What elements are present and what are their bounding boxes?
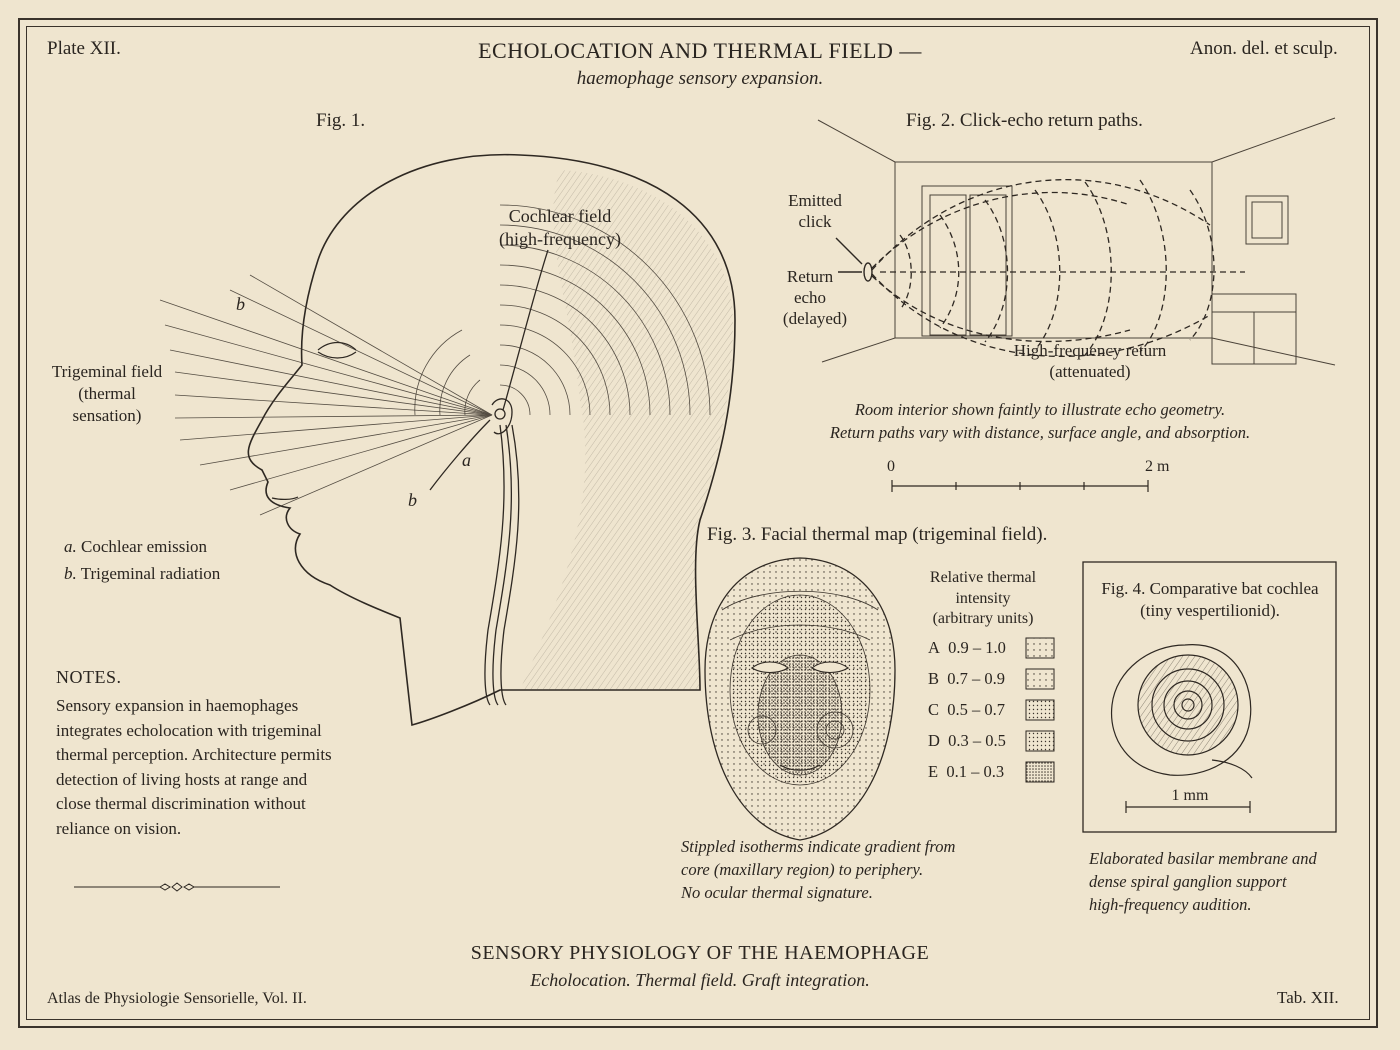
fig3-legend-range: 0.3 – 0.5 (948, 731, 1006, 750)
fig2-caption-line1: Room interior shown faintly to illustrat… (854, 400, 1226, 419)
fig4-caption-line1: Elaborated basilar membrane and (1089, 849, 1317, 868)
fig1-trigeminal-label-line3: sensation) (72, 406, 142, 425)
fig1-legend-a-key: a. (64, 537, 77, 556)
fig2-echo-waves (871, 179, 1245, 357)
fig3-legend-range: 0.9 – 1.0 (948, 638, 1006, 657)
fig2-hf-line1: High-frequency return (1013, 341, 1167, 360)
inner-frame (26, 26, 1370, 1020)
fig1-marker-a: a (462, 450, 471, 470)
fig2-caption: Room interior shown faintly to illustrat… (790, 398, 1290, 444)
fig3-legend-title-line2: intensity (955, 590, 1011, 607)
fig4-caption-line3: high-frequency audition. (1089, 895, 1252, 914)
fig4-caption: Elaborated basilar membrane and dense sp… (1089, 847, 1317, 916)
fig1-trigeminal-label-line2: (thermal (78, 384, 136, 403)
footer-title: SENSORY PHYSIOLOGY OF THE HAEMOPHAGE (470, 942, 930, 964)
plate-title: ECHOLOCATION AND THERMAL FIELD — (478, 38, 922, 63)
plate-number: Plate XII. (47, 38, 121, 59)
fig2-scale-bar (891, 480, 1149, 492)
fig1-cochlear-label-line2: (high-frequency) (499, 229, 621, 249)
fig2-scale-start: 0 (887, 458, 895, 475)
fig1-head-profile (247, 153, 736, 727)
fig1-legend-b-key: b. (64, 564, 77, 583)
fig4-label-line1: Fig. 4. Comparative bat cochlea (1101, 579, 1319, 598)
fig2-emitted-line2: click (798, 212, 832, 231)
fig1-legend-b-text: Trigeminal radiation (80, 564, 221, 583)
fig4-caption-line2: dense spiral ganglion support (1089, 872, 1287, 891)
footer-tab: Tab. XII. (1277, 988, 1339, 1007)
fig2-hf-line2: (attenuated) (1049, 362, 1131, 381)
fig1-legend-a: a. Cochlear emission (64, 537, 207, 557)
fig4-label-line2: (tiny vespertilionid). (1140, 601, 1280, 620)
fig3-legend-range: 0.7 – 0.9 (947, 669, 1006, 688)
fig2-caption-line2: Return paths vary with distance, surface… (829, 423, 1251, 442)
fig3-legend-title-line3: (arbitrary units) (932, 610, 1034, 627)
fig3-legend-range: 0.1 – 0.3 (946, 762, 1005, 781)
fig1-legend-a-text: Cochlear emission (81, 537, 208, 556)
notes-ornament (74, 882, 280, 892)
fig3-legend-row-c: C 0.5 – 0.7 (928, 700, 1005, 720)
fig1-head-shading (520, 170, 733, 690)
fig3-label: Fig. 3. Facial thermal map (trigeminal f… (707, 524, 1048, 545)
fig3-legend-row-a: A 0.9 – 1.0 (928, 638, 1006, 658)
fig2-emitted-line1: Emitted (788, 191, 842, 210)
fig4-scale-label: 1 mm (1171, 787, 1209, 804)
fig2-label: Fig. 2. Click-echo return paths. (906, 110, 1143, 131)
fig1-cochlear-label-line1: Cochlear field (508, 206, 612, 226)
fig1-marker-b-lower: b (408, 490, 417, 510)
fig4-box (1082, 561, 1337, 833)
notes-body: Sensory expansion in haemophages integra… (56, 696, 332, 838)
plate-subtitle: haemophage sensory expansion. (576, 68, 824, 89)
fig4-cochlea (1110, 644, 1253, 813)
fig3-legend-title-line1: Relative thermal (929, 569, 1037, 586)
outer-frame (18, 18, 1378, 1028)
fig1-face-details (271, 341, 357, 500)
footer-subtitle: Echolocation. Thermal field. Graft integ… (530, 970, 870, 990)
fig3-legend-row-b: B 0.7 – 0.9 (928, 669, 1005, 689)
fig3-caption-line2: core (maxillary region) to periphery. (681, 860, 924, 879)
fig1-cochlear-arcs (414, 204, 711, 416)
fig2-scale-end: 2 m (1145, 458, 1170, 475)
fig1-legend-b: b. Trigeminal radiation (64, 564, 220, 584)
fig3-legend-range: 0.5 – 0.7 (947, 700, 1006, 719)
fig3-legend-key: B (928, 669, 940, 688)
fig3-legend-row-d: D 0.3 – 0.5 (928, 731, 1006, 751)
fig2-return-line2: echo (793, 288, 827, 307)
fig2-return-line1: Return (786, 267, 834, 286)
fig2-emitter (835, 237, 873, 282)
engraver-credit: Anon. del. et sculp. (1190, 38, 1338, 59)
footer-atlas: Atlas de Physiologie Sensorielle, Vol. I… (47, 990, 307, 1007)
fig3-legend-key: E (928, 762, 939, 781)
fig1-nerve-bundle (429, 249, 549, 706)
notes-heading: NOTES. (56, 667, 122, 687)
fig2-return-line3: (delayed) (782, 309, 848, 328)
fig3-caption-line1: Stippled isotherms indicate gradient fro… (681, 837, 956, 856)
fig3-legend-key: D (928, 731, 940, 750)
fig2-room (817, 117, 1336, 366)
fig3-legend-row-e: E 0.1 – 0.3 (928, 762, 1004, 782)
fig1-label: Fig. 1. (316, 110, 366, 131)
fig1-trigeminal-rays (159, 274, 493, 516)
fig3-legend-key: A (928, 638, 940, 657)
fig3-legend-swatches (1025, 637, 1055, 783)
fig3-caption: Stippled isotherms indicate gradient fro… (681, 835, 955, 904)
fig1-ear (491, 398, 513, 435)
fig3-caption-line3: No ocular thermal signature. (681, 883, 873, 902)
fig1-trigeminal-label-line1: Trigeminal field (51, 362, 163, 381)
fig3-face-map (704, 557, 896, 841)
fig1-marker-b-upper: b (236, 294, 245, 314)
fig3-legend-key: C (928, 700, 940, 719)
